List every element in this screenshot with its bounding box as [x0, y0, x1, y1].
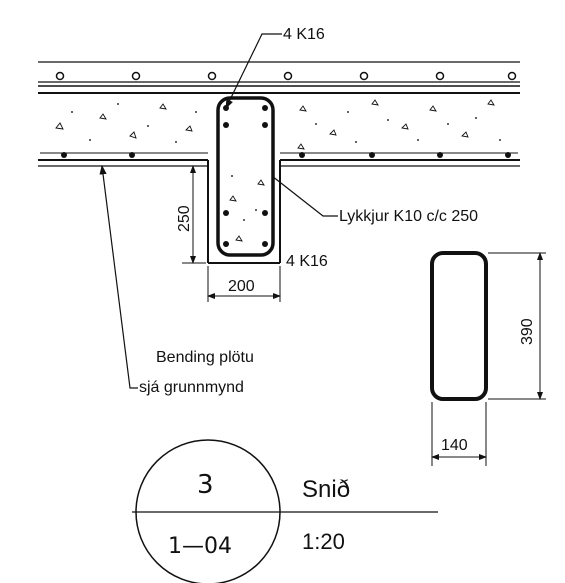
- stirrups-leader: [271, 175, 338, 217]
- dim-200-label: 200: [228, 278, 255, 295]
- slab-top-rebar: [55, 71, 517, 81]
- dim-390-label: 390: [519, 318, 536, 345]
- dim-140-label: 140: [441, 437, 468, 454]
- dim-200: [207, 266, 281, 302]
- beam-main-rebar: [223, 105, 268, 247]
- stirrup-detail: [430, 251, 488, 401]
- dim-140: [431, 402, 487, 466]
- slab-note-line1: Bending plötu: [156, 349, 254, 366]
- slab-note-line2: sjá grunnmynd: [139, 379, 244, 396]
- detail-number: 3: [197, 470, 214, 500]
- beam-outline: [207, 160, 281, 264]
- beam-stirrup: [216, 96, 275, 257]
- detail-title: Snið: [302, 476, 350, 503]
- concrete-specks: [71, 103, 501, 221]
- slab-bottom-rebar: [61, 152, 511, 158]
- sheet-number: 1—04: [168, 534, 232, 559]
- dim-250-label: 250: [176, 205, 193, 232]
- concrete-slab: [38, 61, 520, 167]
- bottom-bars-label: 4 K16: [286, 253, 328, 270]
- concrete-aggregate: [55, 99, 495, 242]
- stirrups-label: Lykkjur K10 c/c 250: [339, 208, 478, 225]
- detail-scale: 1:20: [302, 529, 345, 554]
- top-bars-leader: [225, 33, 282, 110]
- dim-390: [488, 252, 546, 400]
- top-bars-label: 4 K16: [283, 26, 325, 43]
- dim-250: [182, 165, 206, 264]
- slab-note-leader: [99, 164, 138, 389]
